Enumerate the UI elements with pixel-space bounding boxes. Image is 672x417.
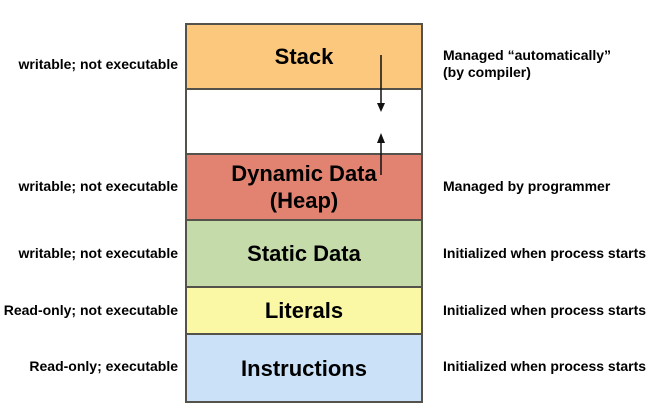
instructions-management-label-line1: Initialized when process starts [443, 358, 647, 374]
heap-management-label: Managed by programmer [443, 176, 669, 196]
static-management-label: Initialized when process starts [443, 243, 669, 263]
memory-section-stack: Stack [187, 25, 421, 90]
memory-section-instructions: Instructions [187, 335, 421, 401]
instructions-section-label: Instructions [241, 355, 367, 381]
stack-management-label-line1: Managed “automatically” [443, 47, 612, 63]
memory-section-static: Static Data [187, 221, 421, 288]
stack-permissions-label: writable; not executable [18, 56, 178, 72]
heap-management-label-line1: Managed by programmer [443, 178, 611, 194]
memory-section-literals: Literals [187, 288, 421, 335]
literals-permissions-label: Read-only; not executable [3, 302, 178, 318]
stack-management-label: Managed “automatically”(by compiler) [443, 47, 669, 81]
literals-management-label: Initialized when process starts [443, 300, 669, 320]
static-section-label: Static Data [247, 241, 361, 266]
static-management-label-line1: Initialized when process starts [443, 245, 647, 261]
heap-section-label: Dynamic Data [231, 161, 377, 186]
instructions-management-label: Initialized when process starts [443, 356, 669, 376]
heap-permissions-label: writable; not executable [18, 178, 178, 194]
literals-section-label: Literals [264, 298, 344, 323]
memory-section-heap: Dynamic Data(Heap) [187, 155, 421, 221]
literals-management-label-line1: Initialized when process starts [443, 302, 647, 318]
heap-section-label-line2: (Heap) [269, 188, 339, 213]
stack-management-label-line2: (by compiler) [443, 64, 531, 80]
static-permissions-label: writable; not executable [18, 245, 178, 261]
instructions-permissions-label: Read-only; executable [29, 358, 178, 374]
stack-section-label: Stack [274, 44, 334, 69]
memory-section-gap [187, 90, 421, 155]
